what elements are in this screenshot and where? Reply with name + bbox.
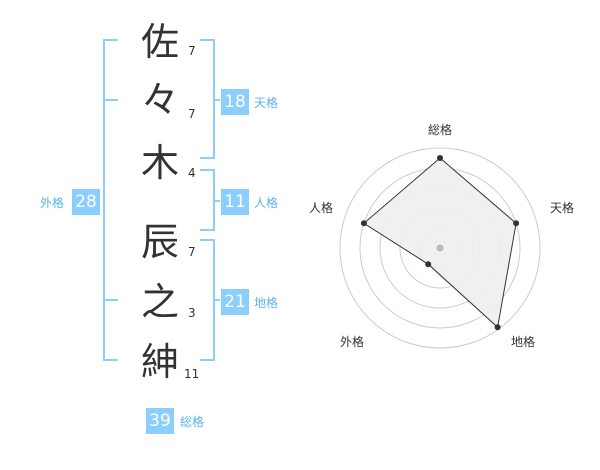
radar-label-gaikaku: 外格 [340,335,365,349]
chikaku-badge: 21 [221,289,249,315]
jinkaku-label: 人格 [254,196,279,210]
radar-ring-5 [339,147,541,349]
gaikaku-bracket [103,39,118,361]
gaikaku-label: 外格 [40,196,65,210]
name-char-1: 佐 [140,20,179,64]
name-char-2: 々 [140,78,179,122]
radar-center-dot [436,244,444,252]
radar-point-tenkaku [513,220,520,227]
radar-point-gaikaku [425,261,432,268]
radar-point-soukaku [437,155,443,161]
radar-point-jinkaku [360,220,367,227]
gaikaku-badge: 28 [72,189,100,215]
soukaku-label: 総格 [180,415,205,429]
stroke-count-3: 4 [188,166,196,180]
radar-label-soukaku: 総格 [428,123,453,137]
stroke-count-4: 7 [188,245,196,259]
name-char-6: 紳 [140,340,179,384]
stroke-count-2: 7 [188,107,196,121]
radar-point-chikaku [494,324,501,331]
name-char-5: 之 [140,280,179,324]
radar-label-chikaku: 地格 [511,335,536,349]
stroke-count-6: 11 [184,367,200,381]
radar-polygon [363,157,517,329]
chikaku-label: 地格 [254,296,279,310]
tenkaku-label: 天格 [254,96,279,110]
stroke-count-1: 7 [188,44,196,58]
radar-label-tenkaku: 天格 [550,201,575,215]
tenkaku-badge: 18 [221,89,249,115]
stroke-count-5: 3 [188,306,196,320]
jinkaku-badge: 11 [221,189,249,215]
name-char-4: 辰 [140,220,179,264]
soukaku-badge: 39 [146,408,174,434]
radar-label-jinkaku: 人格 [309,201,334,215]
name-char-3: 木 [140,141,179,185]
